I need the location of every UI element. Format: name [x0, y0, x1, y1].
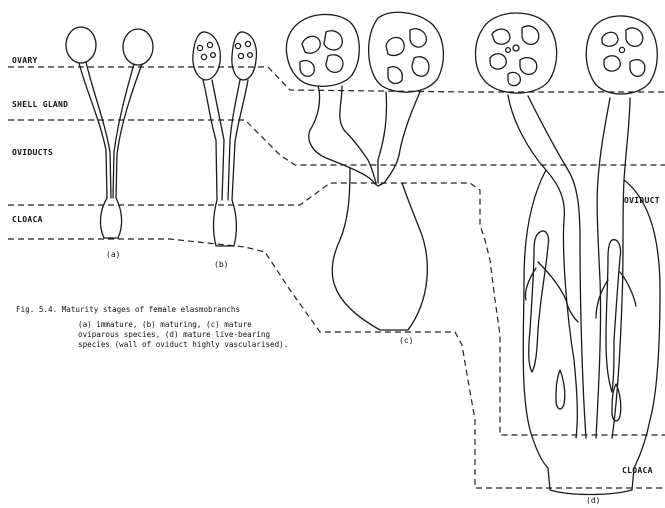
- caption-line-3: species (wall of oviduct highly vascular…: [78, 340, 288, 350]
- oviduct-label-right: OVIDUCT: [624, 196, 660, 205]
- cloaca-label-left: CLOACA: [12, 215, 43, 224]
- stage-b-drawing: [193, 32, 257, 246]
- stage-d-label: (d): [586, 496, 600, 505]
- caption-title: Fig. 5.4. Maturity stages of female elas…: [16, 305, 240, 315]
- ovary-label: OVARY: [12, 56, 38, 65]
- caption-line-1: (a) immature, (b) maturing, (c) mature: [78, 320, 252, 330]
- caption-line-2: oviparous species, (d) mature live-beari…: [78, 330, 270, 340]
- stage-a-label: (a): [106, 250, 120, 259]
- cloaca-label-right: CLOACA: [622, 466, 653, 475]
- stage-b-label: (b): [214, 260, 228, 269]
- dashed-guides: [8, 67, 665, 488]
- oviducts-label: OVIDUCTS: [12, 148, 53, 157]
- stage-c-drawing: [286, 12, 443, 330]
- stage-c-label: (c): [399, 336, 413, 345]
- shell-gland-label: SHELL GLAND: [12, 100, 68, 109]
- stage-a-drawing: [66, 27, 153, 238]
- stage-d-drawing: [476, 13, 661, 495]
